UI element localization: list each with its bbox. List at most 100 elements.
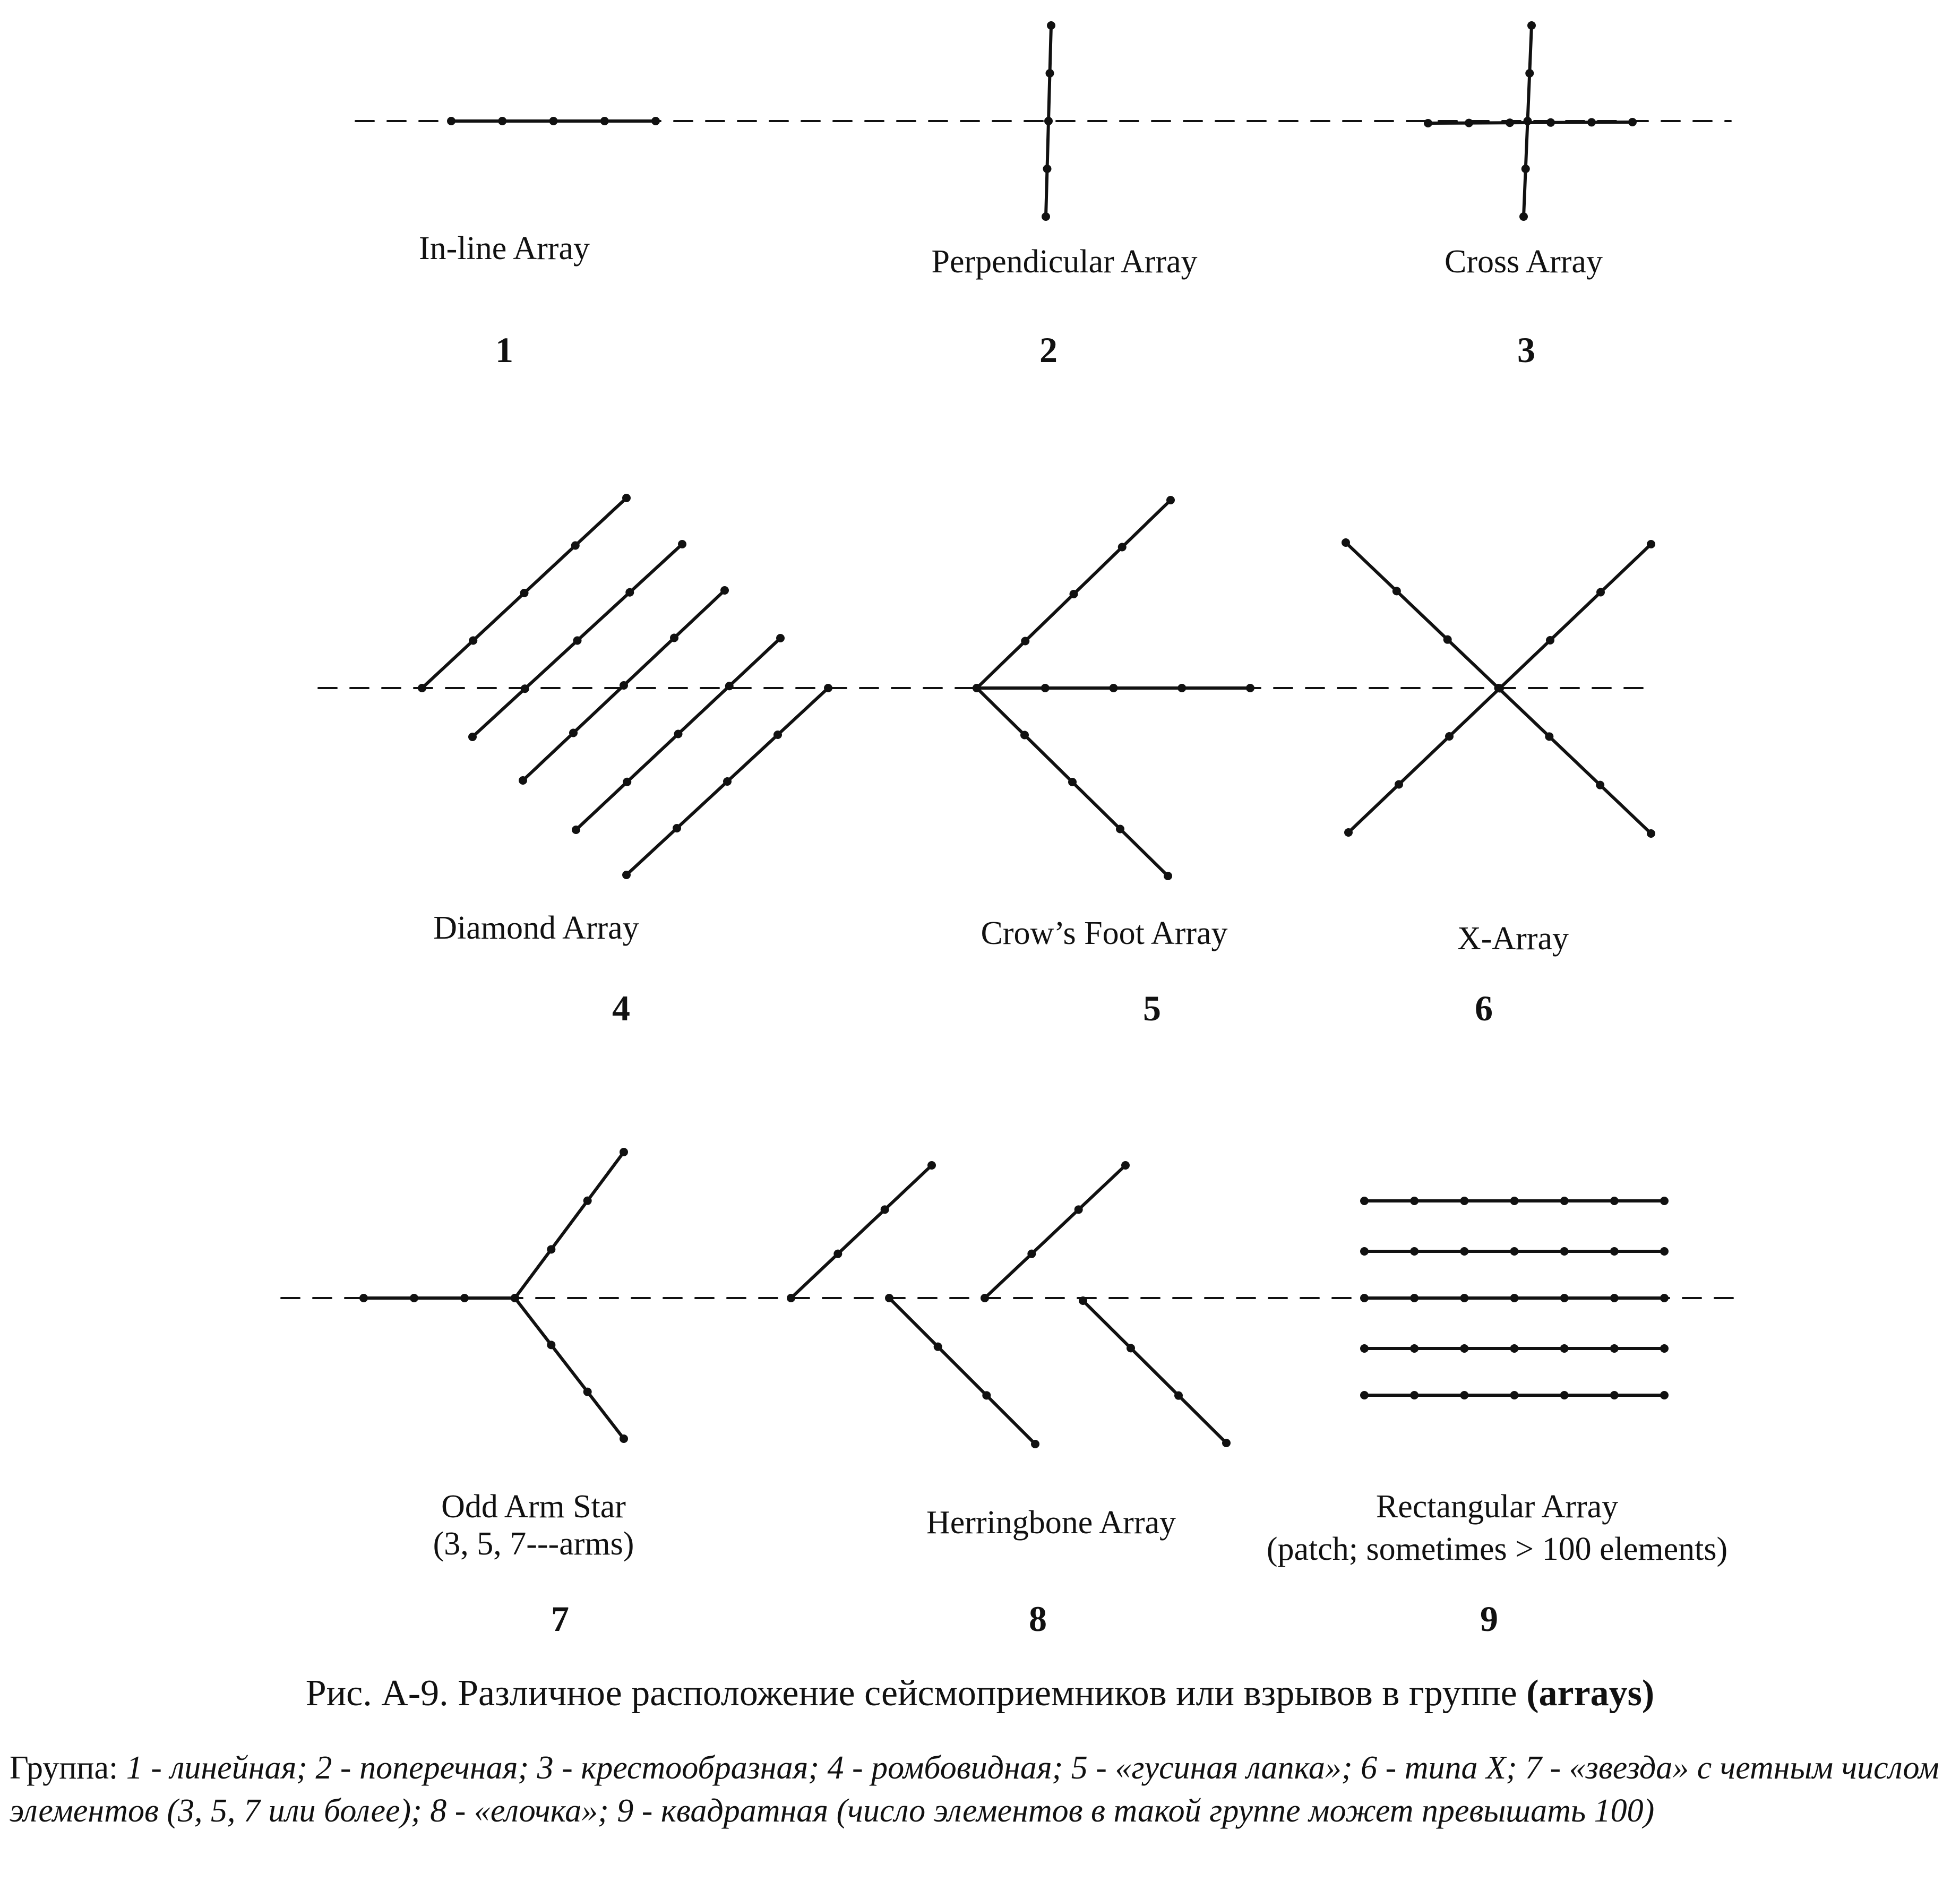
rectangular-array-row-element [1510,1197,1519,1205]
rectangular-array-row-element [1410,1344,1419,1353]
array-label-1: In-line Array [419,230,590,267]
inline-array-element [651,117,660,125]
cross-array-horizontal-element [1465,118,1473,127]
odd-star-arm-up-element [620,1148,628,1156]
x-array-diagonal-element [1545,732,1554,741]
diamond-array-arm-element [723,777,732,786]
x-array-diagonal-element [1443,635,1452,644]
rectangular-array-row-element [1610,1294,1619,1302]
odd-star-arm-down-element [583,1387,592,1396]
x-array-diagonal-element [1445,732,1454,741]
caption-text: Рис. А-9. Различное расположение сейсмоп… [305,1673,1517,1714]
perpendicular-array-element [1043,165,1052,173]
perpendicular-array-element [1044,117,1053,125]
diamond-array-arm-element [572,826,580,834]
odd-star-arm-up-element [547,1245,556,1254]
herringbone-arm-element [880,1205,889,1214]
cross-array-horizontal-element [1587,118,1596,127]
odd-star-arm-left-element [410,1294,418,1302]
rectangular-array-row-element [1360,1344,1369,1353]
rectangular-array-row-element [1610,1391,1619,1399]
x-array-diagonal-element [1596,780,1605,789]
cross-array-horizontal-element [1424,119,1432,127]
array-number-6: 6 [1475,988,1493,1028]
rectangular-array-row-element [1510,1294,1519,1302]
crows-foot-arm-center-element [1109,684,1118,692]
x-array-diagonal-element [1647,540,1655,548]
diamond-array-arm-element [776,634,785,642]
diamond-array-arm-element [520,684,529,693]
odd-star-arm-down-element [620,1434,628,1443]
legend-body: 1 - линейная; 2 - поперечная; 3 - кресто… [10,1750,1939,1829]
crows-foot-arm-up-element [1117,543,1127,552]
rectangular-array-row-element [1510,1247,1519,1256]
array-number-5: 5 [1143,988,1161,1028]
herringbone-arm-element [1027,1249,1036,1258]
diamond-array-arm-element [519,776,527,785]
herringbone-arm-element [933,1342,942,1351]
crows-foot-arm-down-element [973,684,981,692]
cross-array-horizontal-element [1546,118,1555,127]
cross-array-vertical-element [1527,21,1536,30]
rectangular-array-row-element [1560,1294,1569,1302]
herringbone-arm-element [1031,1440,1039,1448]
odd-star-arm-left-element [359,1294,368,1302]
array-label-2: Perpendicular Array [931,244,1198,280]
rectangular-array-row-element [1660,1344,1669,1353]
cross-array-vertical-element [1519,212,1528,221]
array-number-2: 2 [1039,330,1058,370]
array-label-8: Herringbone Array [926,1505,1176,1541]
rectangular-array-row-element [1660,1294,1669,1302]
herringbone-arm [789,1164,933,1300]
array-label-7: Odd Arm Star [441,1489,626,1525]
inline-array-element [549,117,558,125]
x-array-diagonal-element [1344,828,1353,837]
herringbone-arm-element [1127,1344,1135,1353]
diamond-array-arm-element [824,684,832,692]
perpendicular-array-element [1045,69,1054,78]
inline-array-element [447,117,455,125]
crows-foot-arm-center-element [1177,684,1187,692]
x-array-diagonal-element [1495,684,1504,693]
diamond-array-arm-element [725,682,734,691]
diamond-array-arm-element [670,633,678,642]
rectangular-array-row-element [1410,1197,1419,1205]
array-number-7: 7 [551,1599,569,1639]
array-sublabel-9: (patch; sometimes > 100 elements) [1266,1531,1728,1567]
rectangular-array-row-element [1360,1391,1369,1399]
x-array-diagonal-element [1596,588,1605,597]
array-sublabel-7: (3, 5, 7---arms) [433,1526,634,1562]
rectangular-array-row-element [1660,1197,1669,1205]
rectangular-array-row-element [1610,1197,1619,1205]
crows-foot-arm-center-element [1246,684,1254,692]
rectangular-array-row-element [1660,1391,1669,1399]
crows-foot-arm-down-element [1068,778,1077,786]
perpendicular-array-element [1042,212,1050,221]
herringbone-arm-element [1079,1296,1087,1305]
rectangular-array-row-element [1610,1344,1619,1353]
array-label-5: Crow’s Foot Array [981,915,1228,951]
diamond-array-arm-element [625,588,634,597]
rectangular-array-row-element [1660,1247,1669,1256]
cross-array-horizontal-element [1506,118,1514,127]
herringbone-arm-element [885,1294,893,1302]
rectangular-array-row-element [1460,1391,1469,1399]
odd-star-arm-down-element [547,1341,556,1350]
rectangular-array-row-element [1460,1197,1469,1205]
herringbone-arm-element [1121,1161,1130,1170]
caption-bold: (arrays) [1526,1673,1655,1714]
herringbone-arm [983,1164,1127,1300]
rectangular-array-row-element [1560,1247,1569,1256]
figure-caption: Рис. А-9. Различное расположение сейсмоп… [0,1672,1960,1715]
x-array-diagonal-element [1392,587,1401,596]
rectangular-array-row-element [1460,1247,1469,1256]
diamond-array-arm-element [569,728,578,737]
array-label-4: Diamond Array [433,910,639,946]
rectangular-array-row-element [1360,1247,1369,1256]
crows-foot-arm-center-element [1041,684,1050,692]
herringbone-arm-element [982,1391,991,1400]
diamond-array-arm-element [678,540,686,548]
rectangular-array-row-element [1460,1344,1469,1353]
cross-array-horizontal-element [1628,118,1637,126]
